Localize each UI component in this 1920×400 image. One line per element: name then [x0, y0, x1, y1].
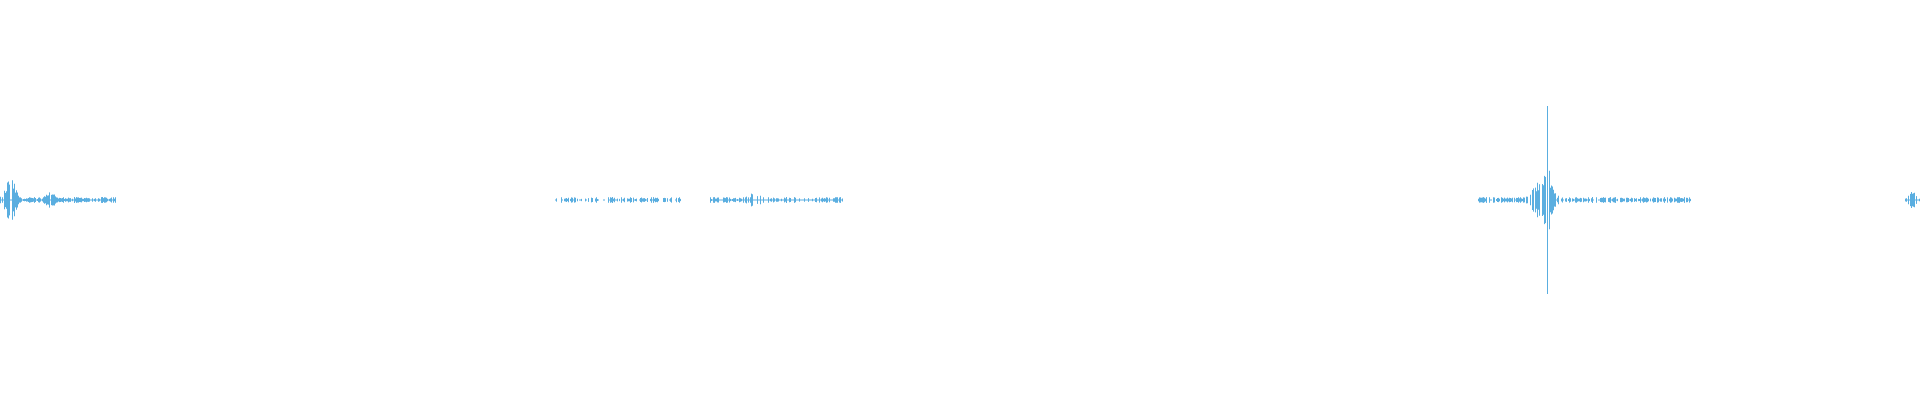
waveform-segment-2 [555, 197, 681, 203]
waveform-segment-3 [710, 193, 843, 207]
waveform-segment-1 [0, 180, 116, 220]
waveform-segment-5 [1905, 192, 1920, 208]
waveform-segment-4 [1478, 106, 1691, 294]
waveform-bars [0, 106, 1920, 294]
